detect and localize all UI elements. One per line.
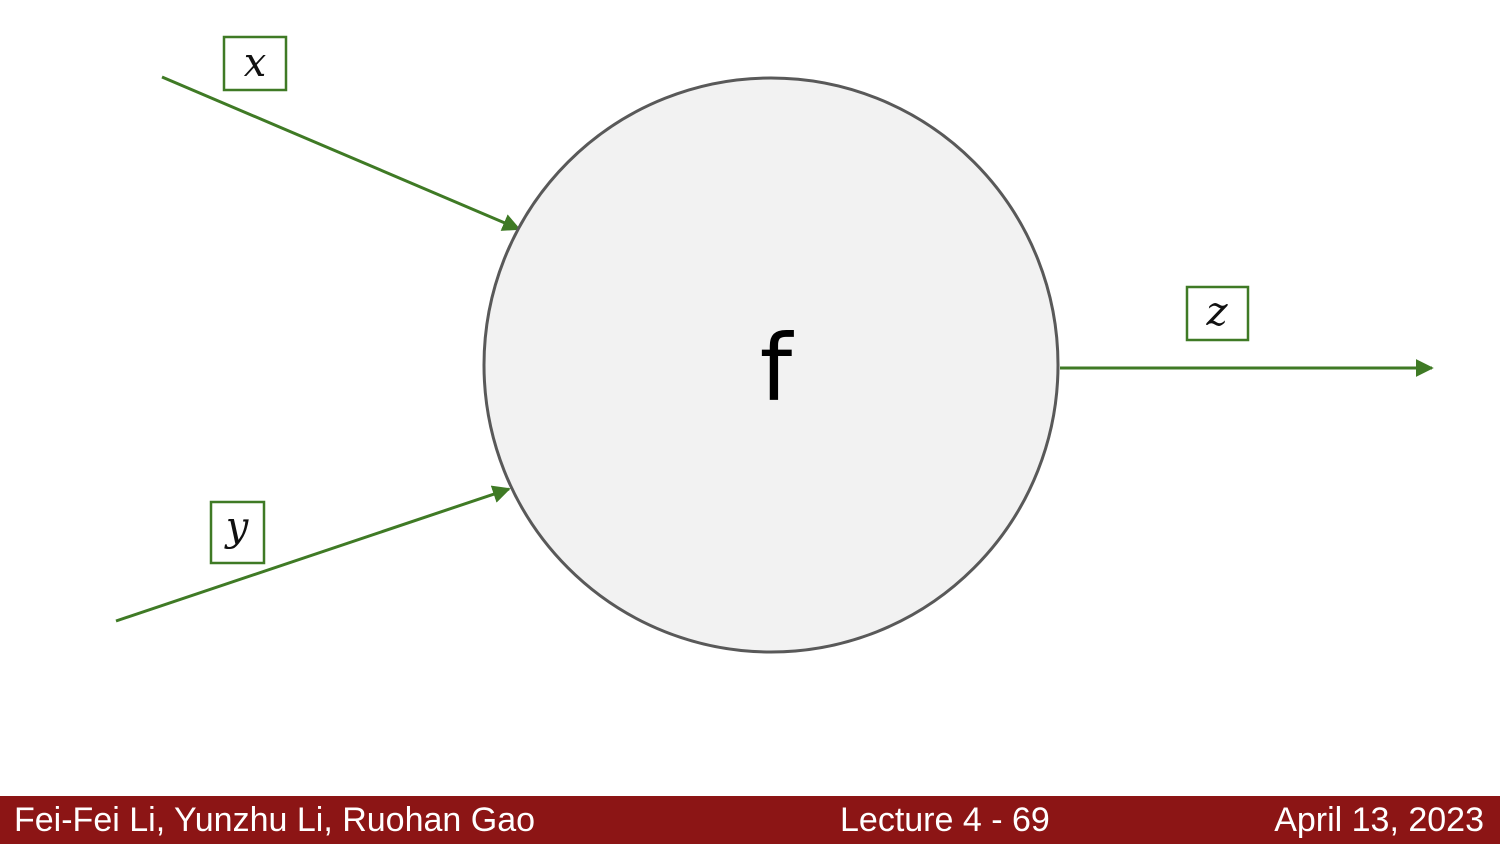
footer-date: April 13, 2023 — [1274, 801, 1484, 839]
footer-authors: Fei-Fei Li, Yunzhu Li, Ruohan Gao — [14, 801, 536, 839]
output-label-z-text: z — [1205, 289, 1228, 335]
input-label-y: y — [209, 500, 266, 565]
input-label-y-text: y — [224, 504, 250, 550]
function-node — [482, 76, 1060, 654]
footer-lecture-number: Lecture 4 - 69 — [840, 801, 1050, 839]
input-label-x-text: x — [244, 40, 267, 86]
computational-graph-diagram: f x y z — [115, 35, 1434, 654]
output-label-z: z — [1185, 285, 1250, 342]
input-edge-y — [115, 485, 511, 623]
function-node-label: f — [760, 315, 795, 422]
input-label-x: x — [222, 35, 288, 92]
slide-footer: Fei-Fei Li, Yunzhu Li, Ruohan Gao Lectur… — [0, 796, 1500, 844]
input-edge-x — [161, 75, 521, 231]
